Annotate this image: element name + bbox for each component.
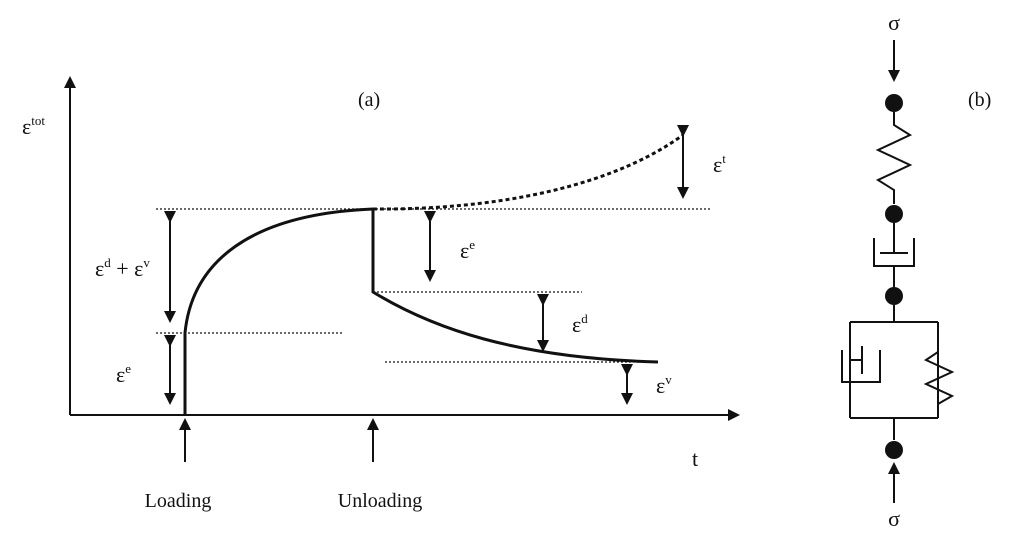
node-1 — [885, 94, 903, 112]
label-eps-e-right: εe — [460, 237, 475, 263]
panel-a-label: (a) — [358, 89, 380, 111]
parallel-spring — [923, 345, 955, 418]
label-eps-v: εv — [656, 372, 672, 398]
unloading-label: Unloading — [338, 490, 422, 512]
dashpot-element — [873, 223, 915, 287]
stress-label-top: σ — [888, 10, 900, 35]
node-2 — [885, 205, 903, 223]
label-eps-e-left: εe — [116, 361, 131, 387]
spring-element — [875, 112, 913, 204]
panel-b-label: (b) — [968, 89, 991, 111]
x-axis-label: t — [692, 446, 698, 471]
label-eps-d: εd — [572, 311, 588, 337]
node-3 — [885, 287, 903, 305]
stress-label-bottom: σ — [888, 506, 900, 531]
label-eps-d-plus-v: εd + εv — [95, 255, 150, 281]
panel-b: (b) σ σ — [841, 10, 991, 531]
kelvin-element — [849, 305, 939, 440]
unloading-curve — [371, 209, 659, 364]
y-axis-label: εtot — [22, 113, 45, 139]
panel-a: (a) εtot t εe εd + εv εe — [22, 76, 740, 512]
loading-curve — [183, 207, 374, 415]
label-eps-t: εt — [713, 151, 726, 177]
loading-label: Loading — [145, 490, 212, 512]
parallel-dashpot — [841, 346, 881, 383]
node-4 — [885, 441, 903, 459]
tertiary-creep-curve — [372, 133, 684, 211]
